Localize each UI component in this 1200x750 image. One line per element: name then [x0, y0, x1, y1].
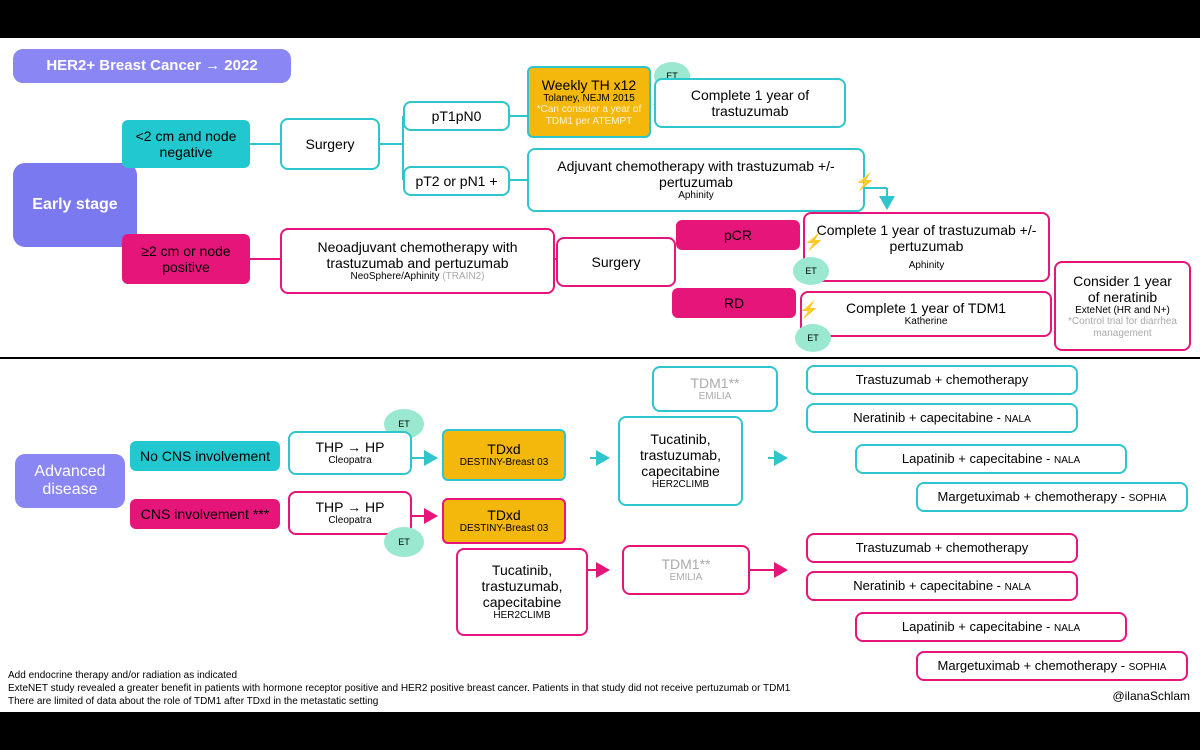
- tdxd-box-1: TDxd DESTINY-Breast 03: [442, 429, 566, 481]
- large-node-positive: ≥2 cm or node positive: [122, 234, 250, 284]
- neratinib-title: Consider 1 year of neratinib: [1073, 272, 1172, 305]
- neoadjuvant-ref2: (TRAIN2): [442, 271, 485, 283]
- tucatinib-text: Tucatinib, trastuzumab, capecitabine: [481, 562, 563, 611]
- tdm1-box-1: TDM1** EMILIA: [652, 366, 778, 412]
- tucatinib-text: Tucatinib, trastuzumab, capecitabine: [640, 431, 721, 480]
- adjuvant-box: Adjuvant chemotherapy with trastuzumab +…: [527, 148, 865, 212]
- pcr-result-box: Complete 1 year of trastuzumab +/- pertu…: [803, 212, 1050, 282]
- option-text: Trastuzumab + chemotherapy: [855, 539, 1029, 555]
- neoadjuvant-text: Neoadjuvant chemotherapy with trastuzuma…: [317, 239, 518, 272]
- slide: HER2+ Breast Cancer → 2022 Early stage <…: [0, 38, 1200, 712]
- option-margetuximab: Margetuximab + chemotherapy - SOPHIA: [916, 482, 1188, 512]
- option-margetuximab: Margetuximab + chemotherapy - SOPHIA: [916, 651, 1188, 681]
- weekly-th-title: Weekly TH x12: [541, 76, 637, 93]
- cns-box: CNS involvement ***: [130, 499, 280, 529]
- tucatinib-ref: HER2CLIMB: [651, 479, 710, 491]
- tucatinib-ref: HER2CLIMB: [493, 610, 551, 622]
- option-ref: NALA: [1054, 622, 1081, 634]
- option-text: Neratinib + capecitabine -: [853, 409, 1005, 425]
- thp-text: THP → HP: [315, 439, 385, 456]
- tdxd-ref: DESTINY-Breast 03: [459, 523, 549, 535]
- thp-ref: Cleopatra: [328, 455, 372, 467]
- pcr-result-text: Complete 1 year of trastuzumab +/- pertu…: [816, 222, 1037, 255]
- thp-ref: Cleopatra: [328, 515, 372, 527]
- option-trastuzumab-chemo: Trastuzumab + chemotherapy: [806, 533, 1078, 563]
- section-divider: [0, 357, 1200, 359]
- option-trastuzumab-chemo: Trastuzumab + chemotherapy: [806, 365, 1078, 395]
- no-cns-box: No CNS involvement: [130, 441, 280, 471]
- small-node-negative: <2 cm and node negative: [122, 120, 250, 168]
- weekly-th-note: *Can consider a year of TDM1 per ATEMPT: [536, 104, 642, 127]
- neratinib-box: Consider 1 year of neratinib ExteNet (HR…: [1054, 261, 1191, 351]
- option-ref: NALA: [1004, 581, 1031, 593]
- surgery-box-2: Surgery: [556, 237, 676, 287]
- option-text: Trastuzumab + chemotherapy: [855, 371, 1029, 387]
- early-stage-label: Early stage: [13, 163, 137, 247]
- neoadjuvant-ref: NeoSphere/Aphinity: [350, 271, 440, 283]
- tdm1-text: TDM1**: [690, 375, 740, 392]
- lightning-icon: ⚡: [804, 234, 824, 251]
- neoadjuvant-box: Neoadjuvant chemotherapy with trastuzuma…: [280, 228, 555, 294]
- option-neratinib: Neratinib + capecitabine - NALA: [806, 571, 1078, 601]
- neratinib-ref: ExteNet (HR and N+): [1075, 304, 1170, 316]
- rd-result-text: Complete 1 year of TDM1: [845, 300, 1007, 317]
- tdxd-text: TDxd: [487, 507, 521, 524]
- complete-trastuzumab-box: Complete 1 year of trastuzumab: [654, 78, 846, 128]
- tdxd-text: TDxd: [487, 441, 521, 458]
- thp-text: THP → HP: [315, 499, 385, 516]
- rd-box: RD: [672, 288, 796, 318]
- neoadjuvant-ref-line: NeoSphere/Aphinity (TRAIN2): [351, 271, 485, 283]
- adjuvant-text: Adjuvant chemotherapy with trastuzumab +…: [557, 158, 835, 191]
- tdxd-box-2: TDxd DESTINY-Breast 03: [442, 498, 566, 544]
- surgery-box-1: Surgery: [280, 118, 380, 170]
- option-lapatinib: Lapatinib + capecitabine - NALA: [855, 612, 1127, 642]
- option-text: Neratinib + capecitabine -: [853, 577, 1005, 593]
- tdm1-ref: EMILIA: [669, 572, 703, 584]
- tucatinib-box-2: Tucatinib, trastuzumab, capecitabine HER…: [456, 548, 588, 636]
- et-bubble: ET: [384, 527, 424, 557]
- option-ref: SOPHIA: [1128, 661, 1167, 673]
- lightning-icon: ⚡: [855, 174, 875, 191]
- option-lapatinib: Lapatinib + capecitabine - NALA: [855, 444, 1127, 474]
- option-text: Margetuximab + chemotherapy -: [937, 657, 1129, 673]
- tdxd-ref: DESTINY-Breast 03: [459, 457, 549, 469]
- pt1pn0-box: pT1pN0: [403, 101, 510, 131]
- option-neratinib: Neratinib + capecitabine - NALA: [806, 403, 1078, 433]
- tucatinib-box-1: Tucatinib, trastuzumab, capecitabine HER…: [618, 416, 743, 506]
- weekly-th-ref: Tolaney, NEJM 2015: [543, 92, 635, 104]
- adjuvant-ref: Aphinity: [678, 190, 714, 202]
- rd-result-box: Complete 1 year of TDM1 Katherine: [800, 291, 1052, 337]
- author-handle: @ilanaSchlam: [1112, 689, 1190, 703]
- slide-title: HER2+ Breast Cancer → 2022: [13, 49, 291, 83]
- thp-box-1: THP → HP Cleopatra: [288, 431, 412, 475]
- advanced-disease-label: Advanced disease: [15, 454, 125, 508]
- pcr-box: pCR: [676, 220, 800, 250]
- et-bubble: ET: [795, 324, 831, 352]
- pcr-result-ref: Aphinity: [908, 260, 945, 272]
- option-ref: NALA: [1004, 413, 1031, 425]
- option-text: Lapatinib + capecitabine -: [901, 450, 1054, 466]
- thp-box-2: THP → HP Cleopatra: [288, 491, 412, 535]
- option-ref: SOPHIA: [1128, 492, 1167, 504]
- rd-result-ref: Katherine: [904, 316, 948, 328]
- footnote-1: Add endocrine therapy and/or radiation a…: [8, 670, 238, 681]
- footnote-2: ExteNET study revealed a greater benefit…: [8, 683, 791, 694]
- pt2pn1-box: pT2 or pN1 +: [403, 166, 510, 196]
- tdm1-text: TDM1**: [661, 556, 711, 573]
- option-text: Margetuximab + chemotherapy -: [937, 488, 1129, 504]
- option-text: Lapatinib + capecitabine -: [901, 618, 1054, 634]
- neratinib-note: *Control trial for diarrhea management: [1068, 316, 1177, 339]
- lightning-icon: ⚡: [799, 302, 819, 319]
- et-bubble: ET: [793, 257, 829, 285]
- footnote-3: There are limited of data about the role…: [8, 696, 379, 707]
- tdm1-ref: EMILIA: [698, 391, 732, 403]
- option-ref: NALA: [1054, 454, 1081, 466]
- weekly-th-box: Weekly TH x12 Tolaney, NEJM 2015 *Can co…: [527, 66, 651, 138]
- tdm1-box-2: TDM1** EMILIA: [622, 545, 750, 595]
